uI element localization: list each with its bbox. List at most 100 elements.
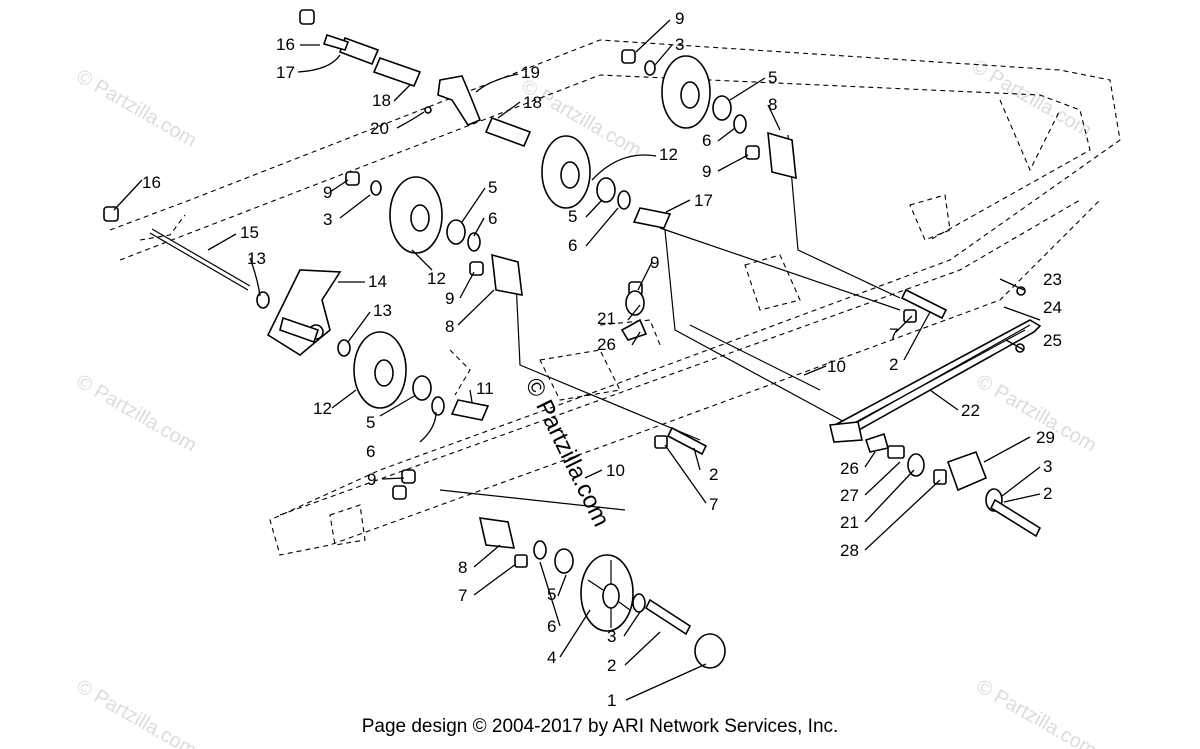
callout-20: 20 [370,119,389,138]
axle-bracket [491,253,523,296]
callout-24: 24 [1043,298,1062,317]
wear-block [864,432,890,453]
snap-ring [533,540,547,560]
nut [392,485,407,500]
callout-5: 5 [568,207,577,226]
pivot-spacer [279,316,320,344]
axle-bracket [767,131,797,180]
callout-2: 2 [709,465,718,484]
callout-8: 8 [445,317,454,336]
bearing [446,219,466,245]
bolt-head [903,309,917,323]
page-design-credit: Page design © 2004-2017 by ARI Network S… [361,716,839,737]
spring-block [946,450,988,492]
wheel-hub [560,161,580,189]
bolt-head [654,435,668,449]
bolt [989,498,1042,538]
callout-12: 12 [659,145,678,164]
spacer [484,116,532,148]
bumper [933,469,947,485]
callouts: 16 17 18 19 18 20 9 3 5 8 6 9 12 5 6 17 … [142,9,1062,710]
callout-6: 6 [702,131,711,150]
washer [632,593,646,613]
snap-ring [431,396,445,416]
callout-26: 26 [597,335,616,354]
washer [256,291,270,309]
callout-12: 12 [427,269,446,288]
spacer [450,399,490,421]
callout-16: 16 [142,173,161,192]
nut [621,49,636,64]
callout-10: 10 [827,357,846,376]
callout-9: 9 [650,253,659,272]
callout-27: 27 [840,486,859,505]
callout-13: 13 [247,249,266,268]
callout-6: 6 [547,617,556,636]
retaining-ring [424,106,432,114]
callout-3: 3 [1043,457,1052,476]
callout-25: 25 [1043,331,1062,350]
spring-assembly [620,286,1042,492]
washer [907,453,925,477]
callout-9: 9 [445,289,454,308]
bolt [666,426,708,456]
nut [401,469,416,484]
callout-7: 7 [889,325,898,344]
callout-17: 17 [276,63,295,82]
watermark: © Partzilla.com [73,370,201,456]
callout-9: 9 [702,162,711,181]
callout-6: 6 [366,442,375,461]
bolts [514,288,1042,636]
rocker-arm [266,269,342,356]
nut [745,145,760,160]
slide-rails [109,39,1121,556]
callout-9: 9 [323,183,332,202]
snap-ring [733,114,747,134]
callout-3: 3 [607,627,616,646]
callout-9: 9 [675,9,684,28]
spacer [632,207,672,229]
snap-ring [617,190,631,210]
callout-5: 5 [768,68,777,87]
spacer [887,445,905,459]
partzilla-watermark: © Partzilla.com [520,374,615,531]
callout-1: 1 [607,691,616,710]
callout-12: 12 [313,399,332,418]
callout-6: 6 [568,236,577,255]
callout-9: 9 [367,470,376,489]
callout-11: 11 [476,379,494,398]
nut [299,9,315,25]
callout-14: 14 [368,272,387,291]
callout-22: 22 [961,401,980,420]
wheel-hub [680,81,700,109]
callout-8: 8 [768,95,777,114]
idler-arm [437,75,482,126]
callout-5: 5 [488,178,497,197]
callout-18: 18 [372,91,391,110]
callout-21: 21 [597,309,616,328]
nut [345,171,360,186]
callout-7: 7 [709,495,718,514]
nut [469,261,484,276]
wheel-hub [410,204,430,232]
washer [625,290,645,316]
bearing [712,95,732,121]
spring-clip [829,421,863,443]
callout-4: 4 [547,648,556,667]
washer [337,339,351,357]
snap-ring [467,232,481,252]
upper-arm-assembly [299,9,532,148]
shafts [149,134,901,511]
bearing [554,548,574,574]
bolt [900,288,948,320]
callout-2: 2 [607,656,616,675]
callout-3: 3 [323,210,332,229]
cushion [620,318,648,341]
watermark: © Partzilla.com [73,65,201,151]
callout-23: 23 [1043,270,1062,289]
bearing [596,177,616,203]
callout-28: 28 [840,541,859,560]
callout-7: 7 [458,586,467,605]
callout-5: 5 [366,413,375,432]
callout-19: 19 [521,63,540,82]
